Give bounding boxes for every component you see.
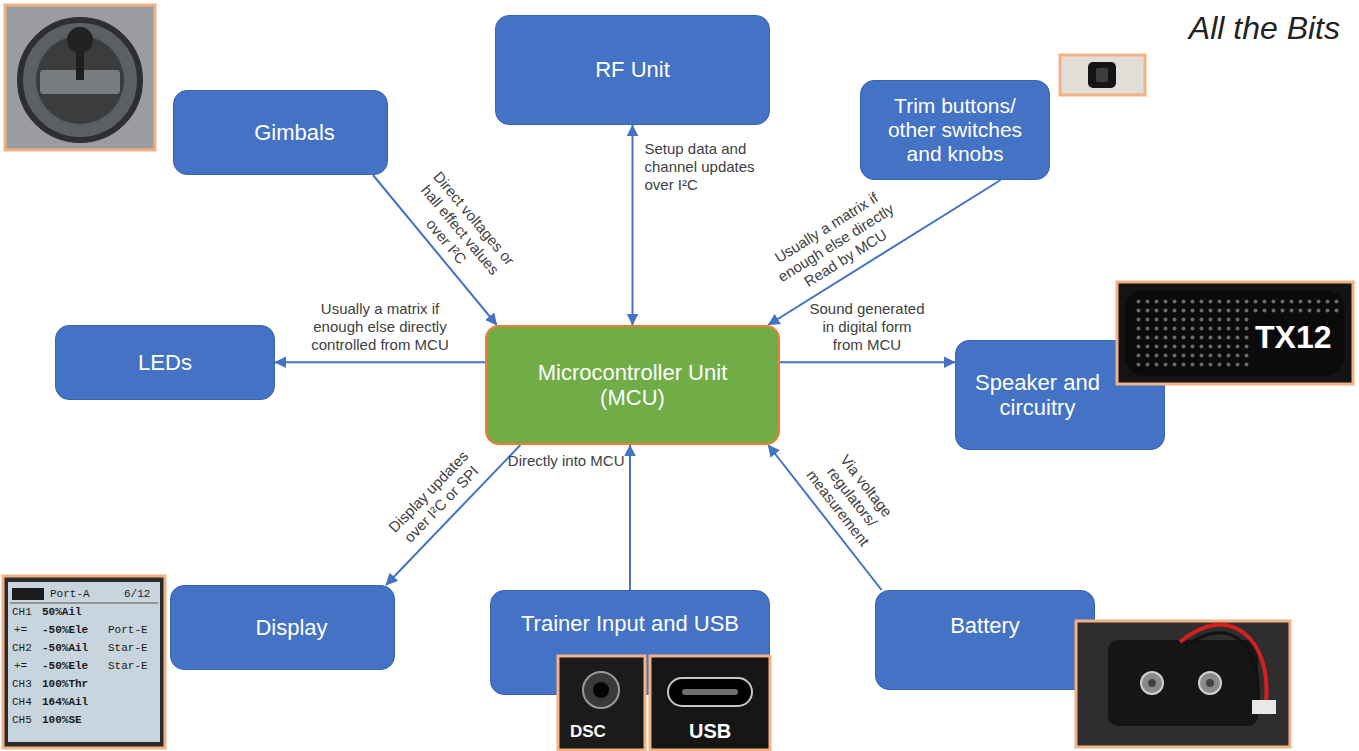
connector-arrow [780,361,955,363]
speaker-photo [1117,282,1353,384]
component-box: RF Unit [495,15,770,125]
screen-text: CH4 [12,696,32,708]
connector-label: Via voltage regulators/ measurement [800,441,904,553]
photo-caption: TX12 [1255,320,1331,355]
box-label: Speaker and circuitry [966,370,1109,421]
component-box: Display [170,585,395,670]
box-label: Display [255,615,327,640]
screen-text: CH3 [12,678,32,690]
connector-label: Display updates over I²C or SPI [379,441,492,556]
battery-photo-part [1186,633,1258,702]
usb-port-photo-part [682,689,738,695]
box-label: RF Unit [595,57,670,82]
display-photo-part [10,603,158,604]
usb-port-photo-part [668,678,752,706]
speaker-photo-part [1250,296,1340,316]
component-box: Trim buttons/ other switches and knobs [860,80,1050,180]
screen-text: 164%Ail [42,696,88,708]
box-label: Trainer Input and USB [521,611,739,636]
component-box: Gimbals [173,90,388,175]
gimbal-photo-part [20,20,140,140]
diagram-title: All the Bits [1090,10,1340,47]
component-box: LEDs [55,325,275,400]
display-photo-part [3,576,165,748]
speaker-photo-part [1125,290,1345,376]
connector-arrow [275,361,485,363]
connector-label: Setup data and channel updates over I²C [645,140,770,194]
component-box: Speaker and circuitry [955,340,1165,450]
photo-caption: USB [689,720,731,742]
screen-text: CH2 [12,642,32,654]
screen-text: CH5 [12,714,32,726]
connector-group [275,125,1001,590]
screen-text: += [14,660,27,672]
display-photo-part [12,588,44,600]
gimbal-photo-part [36,36,124,124]
screen-text: += [14,624,27,636]
screen-text: 50%Ail [42,606,82,618]
screen-text: Star-E [108,660,148,672]
trainer-jack-photo-part [583,672,619,708]
speaker-photo-part [1135,296,1250,370]
connector-label: Sound generated in digital form from MCU [807,300,927,354]
trim-switch-photo [1060,55,1145,95]
trim-switch-photo-part [1096,68,1108,82]
usb-port-photo-part [650,656,770,750]
connector-label: Usually a matrix if enough else directly… [760,182,912,305]
photo-caption: DSC [570,723,606,742]
battery-photo-part [1141,672,1163,694]
battery-photo-part [1076,621,1290,747]
screen-text: -50%Ail [42,642,88,654]
screen-text: Star-E [108,642,148,654]
gimbal-photo-part [76,38,84,80]
screen-text: -50%Ele [42,660,88,672]
battery-photo [1076,621,1290,747]
display-photo-part [8,582,160,742]
screen-text: Port-E [108,624,148,636]
battery-photo-part [1252,700,1276,714]
connector-label: Directly into MCU [500,452,625,470]
trainer-jack-photo [558,656,645,750]
connector-arrow [373,175,497,325]
connector-label: Usually a matrix if enough else directly… [308,300,453,354]
gimbal-photo-part [67,27,93,53]
battery-photo-part [1206,679,1214,687]
connector-arrow [768,180,1000,325]
trim-switch-photo-part [1088,62,1116,88]
gimbal-photo-part [5,5,155,150]
battery-photo-part [1199,672,1221,694]
usb-port-photo [650,656,770,750]
connector-arrow [629,445,631,590]
component-box: Trainer Input and USB [490,590,770,695]
connector-arrow [768,445,881,590]
controller-box: Microcontroller Unit (MCU) [485,325,780,445]
screen-text: -50%Ele [42,624,88,636]
gimbal-photo-part [40,70,120,94]
box-label: Microcontroller Unit (MCU) [511,360,754,411]
speaker-photo-part [1117,282,1353,384]
screen-text: Port-A [50,588,90,600]
box-label: LEDs [138,350,192,375]
trainer-jack-photo-part [593,682,609,698]
box-label: Trim buttons/ other switches and knobs [871,94,1039,166]
trim-switch-photo-part [1060,55,1145,95]
gimbal-photo [5,5,155,150]
battery-photo-part [1148,679,1156,687]
box-label: Gimbals [254,120,335,145]
connector-arrow [386,445,520,585]
component-box: Battery [875,590,1095,690]
battery-photo-part [1108,640,1258,726]
screen-text: 100%Thr [42,678,88,690]
display-photo [3,576,165,748]
box-label: Battery [950,613,1020,638]
screen-text: 6/12 [124,588,150,600]
screen-text: CH1 [12,606,32,618]
connector-arrow [632,125,634,325]
screen-text: 100%SE [42,714,82,726]
battery-photo-part [1180,625,1267,702]
connector-label: Direct voltages or hall effect values ov… [398,163,523,297]
trainer-jack-photo-part [558,656,645,750]
